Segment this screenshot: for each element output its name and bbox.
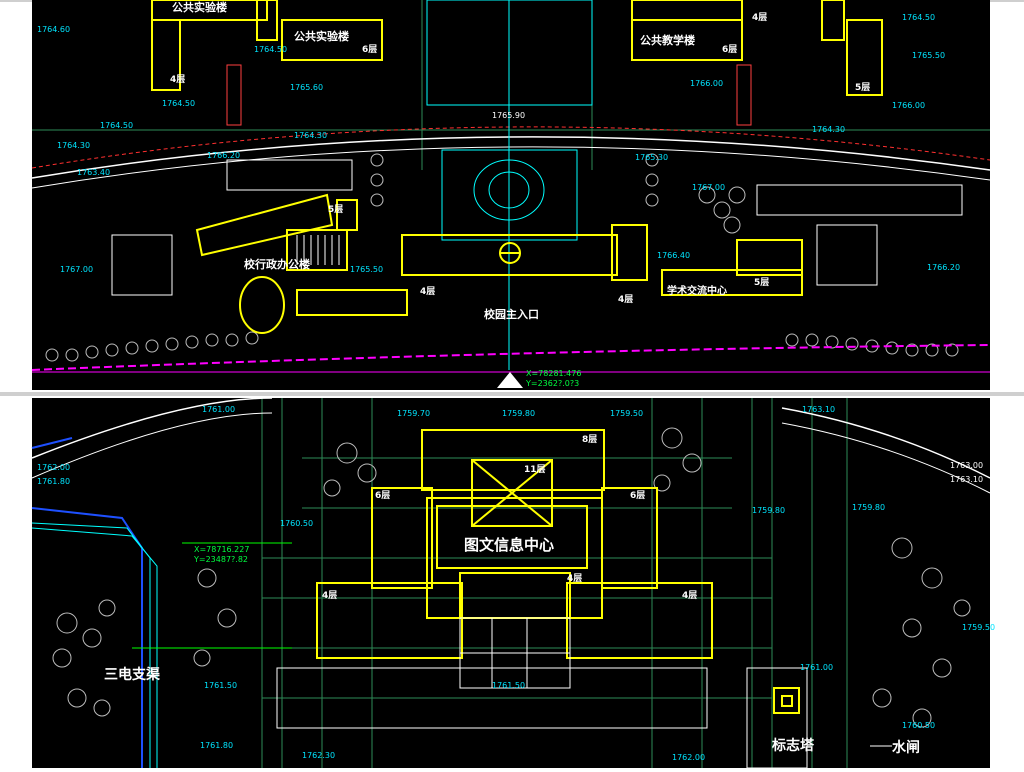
elevation-mark: 1764.60 bbox=[37, 25, 70, 34]
floor-mark: 4层 bbox=[618, 294, 633, 305]
floor-mark: 6层 bbox=[362, 44, 377, 55]
elevation-mark: 1762.00 bbox=[37, 463, 70, 472]
tree-rows bbox=[45, 153, 959, 362]
top-plan-drawing: 公共实验楼 公共实验楼 公共教学楼 校行政办公楼 学术交流中心 校园主入口 4层… bbox=[31, 0, 991, 388]
elevation-mark: 1761.80 bbox=[37, 477, 70, 486]
floor-mark: 6层 bbox=[630, 490, 645, 501]
elevation-mark: 1761.50 bbox=[492, 681, 525, 690]
elevation-mark: 1765.60 bbox=[290, 83, 323, 92]
coordinate-x: X=78281.476 bbox=[526, 369, 581, 378]
coordinate-y: Y=2362?.0?3 bbox=[525, 379, 579, 388]
elevation-mark: 1759.80 bbox=[852, 503, 885, 512]
label-teach: 公共教学楼 bbox=[640, 33, 695, 47]
campus-plan-top: 公共实验楼 公共实验楼 公共教学楼 校行政办公楼 学术交流中心 校园主入口 4层… bbox=[31, 0, 991, 390]
elevation-mark: 1759.70 bbox=[397, 409, 430, 418]
north-arrow-icon bbox=[497, 372, 523, 388]
elevation-mark: 1762.00 bbox=[672, 753, 705, 762]
elevation-mark: 1761.00 bbox=[202, 405, 235, 414]
floor-mark: 4层 bbox=[752, 12, 767, 23]
elevation-mark: 1766.40 bbox=[657, 251, 690, 260]
coordinate-x: X=78716.227 bbox=[194, 545, 249, 554]
elevation-mark: 1760.50 bbox=[902, 721, 935, 730]
tree-clusters bbox=[52, 427, 971, 728]
floor-mark: 5层 bbox=[754, 277, 769, 288]
label-canal: 三电支渠 bbox=[104, 666, 161, 683]
elevation-mark: 1764.50 bbox=[162, 99, 195, 108]
bottom-plan-drawing: 图文信息中心 三电支渠 标志塔 水闸 8层 11层 6层 6层 4层 4层 4层… bbox=[31, 397, 995, 769]
library-outline bbox=[316, 429, 800, 714]
floor-mark: 11层 bbox=[524, 464, 546, 475]
elevation-mark: 1765.50 bbox=[912, 51, 945, 60]
elevation-mark: 1761.80 bbox=[200, 741, 233, 750]
elevation-mark: 1760.50 bbox=[280, 519, 313, 528]
elevation-mark: 1763.10 bbox=[802, 405, 835, 414]
elevation-mark: 1762.30 bbox=[302, 751, 335, 760]
elevation-mark: 1767.00 bbox=[60, 265, 93, 274]
panel-divider bbox=[0, 392, 1024, 396]
elevation-mark: 1766.00 bbox=[690, 79, 723, 88]
elevation-mark: 1766.20 bbox=[927, 263, 960, 272]
elevation-mark: 1763.10 bbox=[950, 475, 983, 484]
label-entrance: 校园主入口 bbox=[484, 307, 539, 321]
label-gate: 水闸 bbox=[892, 739, 920, 756]
elevation-mark: 1766.20 bbox=[207, 151, 240, 160]
floor-mark: 6层 bbox=[375, 490, 390, 501]
floor-mark: 5层 bbox=[328, 204, 343, 215]
elevation-mark: 1759.80 bbox=[752, 506, 785, 515]
elevation-mark: 1765.30 bbox=[635, 153, 668, 162]
elevation-mark: 1761.50 bbox=[204, 681, 237, 690]
elevation-mark: 1764.30 bbox=[812, 125, 845, 134]
floor-mark: 4层 bbox=[322, 590, 337, 601]
floor-mark: 6层 bbox=[722, 44, 737, 55]
elevation-mark: 1764.50 bbox=[254, 45, 287, 54]
label-library: 图文信息中心 bbox=[464, 536, 554, 554]
elevation-mark: 1759.80 bbox=[502, 409, 535, 418]
floor-mark: 5层 bbox=[855, 82, 870, 93]
elevation-mark: 1764.50 bbox=[902, 13, 935, 22]
floor-mark: 4层 bbox=[170, 74, 185, 85]
elevation-mark: 1759.50 bbox=[962, 623, 995, 632]
elevation-mark: 1764.30 bbox=[294, 131, 327, 140]
coordinate-y: Y=23487?.82 bbox=[193, 555, 248, 564]
floor-mark: 8层 bbox=[582, 434, 597, 445]
elevation-mark: 1764.50 bbox=[100, 121, 133, 130]
axis-elevation: 1765.90 bbox=[492, 111, 525, 120]
floor-mark: 4层 bbox=[567, 573, 582, 584]
label-exchange: 学术交流中心 bbox=[667, 284, 727, 297]
campus-plan-bottom: 图文信息中心 三电支渠 标志塔 水闸 8层 11层 6层 6层 4层 4层 4层… bbox=[31, 397, 995, 769]
elevation-mark: 1765.50 bbox=[350, 265, 383, 274]
label-lab2: 公共实验楼 bbox=[294, 29, 349, 43]
floor-mark: 4层 bbox=[420, 286, 435, 297]
elevation-mark: 1766.00 bbox=[892, 101, 925, 110]
elevation-mark: 1767.00 bbox=[692, 183, 725, 192]
label-admin: 校行政办公楼 bbox=[244, 257, 310, 271]
elevation-mark: 1764.30 bbox=[57, 141, 90, 150]
elevation-mark: 1763.40 bbox=[77, 168, 110, 177]
elevation-mark: 1763.00 bbox=[950, 461, 983, 470]
label-tower: 标志塔 bbox=[771, 737, 815, 754]
elevation-mark: 1759.50 bbox=[610, 409, 643, 418]
label-lab1: 公共实验楼 bbox=[172, 0, 227, 14]
floor-mark: 4层 bbox=[682, 590, 697, 601]
elevation-mark: 1761.00 bbox=[800, 663, 833, 672]
